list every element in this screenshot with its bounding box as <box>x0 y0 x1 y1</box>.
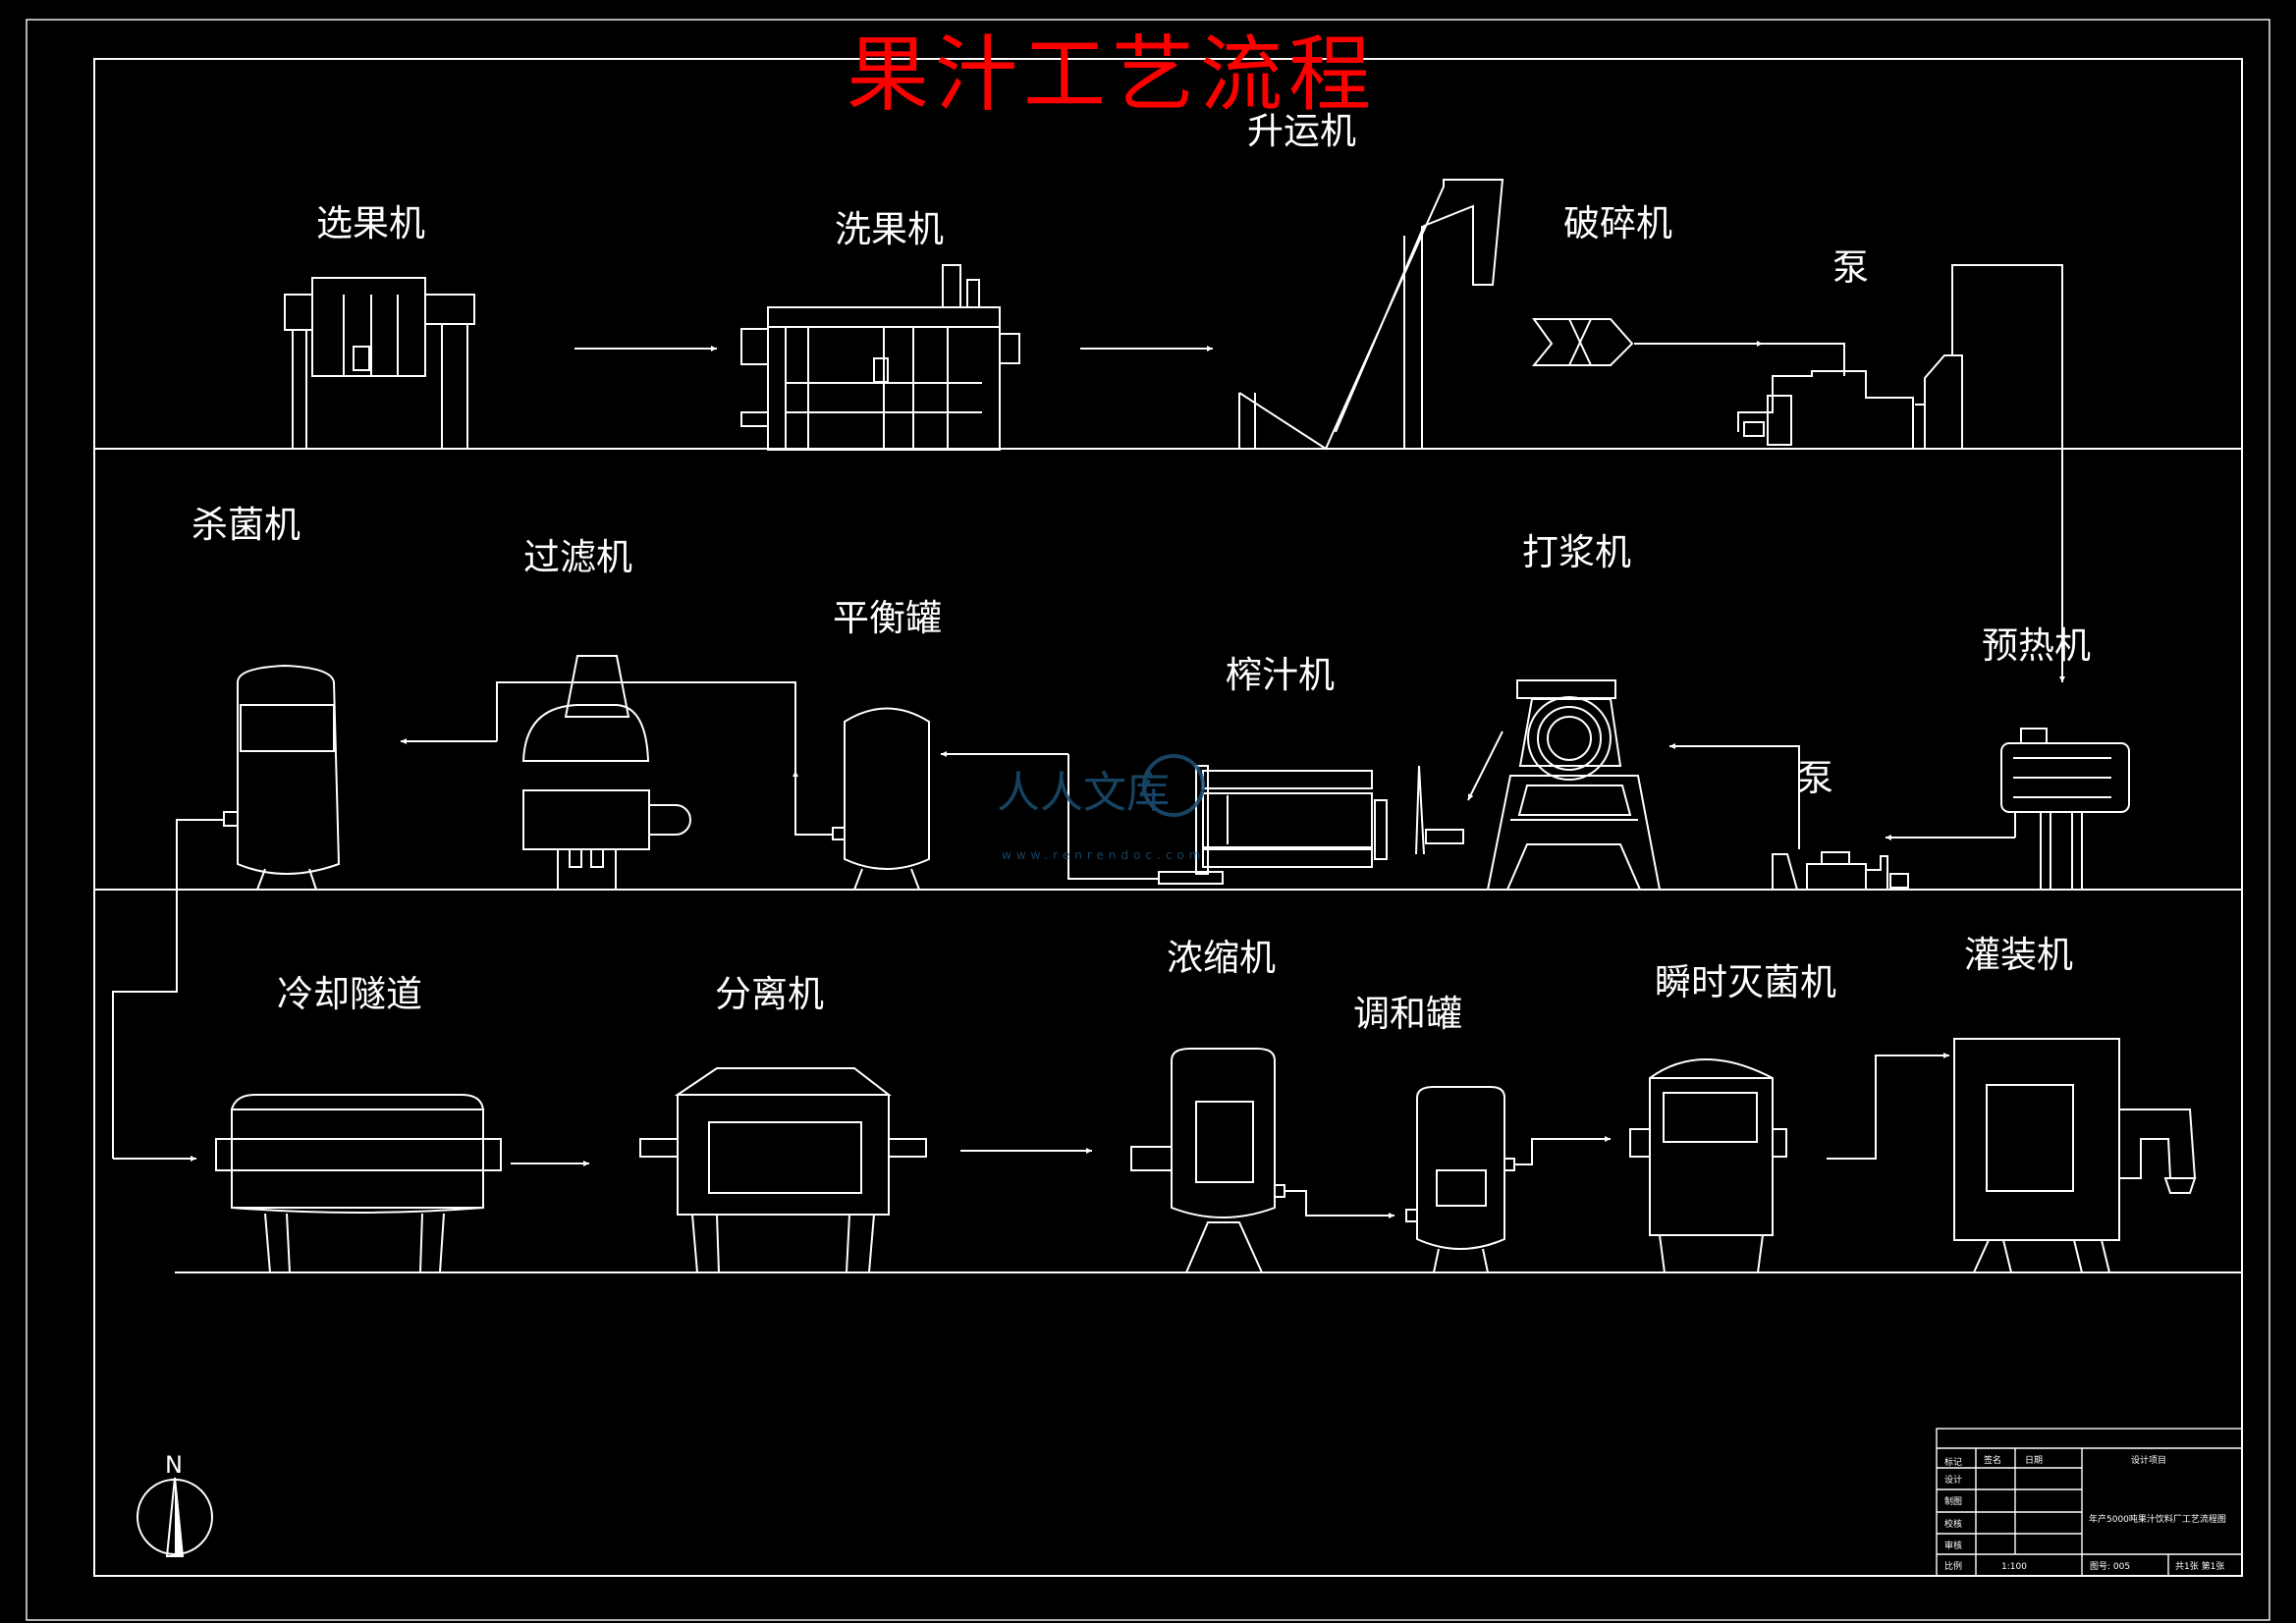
label-juice-press: 榨汁机 <box>1226 654 1335 696</box>
feed-arrow-pulper <box>1467 730 1503 801</box>
pulper-machine <box>1486 679 1662 891</box>
blending-tank <box>1405 1086 1515 1273</box>
sterilizer-machine <box>223 664 341 891</box>
label-pump-1: 泵 <box>1832 246 1869 289</box>
pipe-crusher-pump <box>1634 343 1845 376</box>
tb-row-scale: 比例 <box>1944 1560 1962 1572</box>
pump-machine-1 <box>1737 264 2063 594</box>
title-block: 标记 签名 日期 设计项目 设计 制图 校核 审核 比例 1:100 年产500… <box>1936 1428 2243 1577</box>
pipe-blend-flash <box>1514 1138 1561 1165</box>
label-crusher: 破碎机 <box>1563 202 1672 244</box>
elevator-conveyor <box>1238 179 1504 451</box>
pipe-pump-pulper <box>1758 745 1800 849</box>
label-flash-sterilizer: 瞬时灭菌机 <box>1655 961 1836 1003</box>
page-title: 果汁工艺流程 <box>847 27 1377 123</box>
label-pulper: 打浆机 <box>1522 531 1631 573</box>
label-pump-2: 泵 <box>1797 757 1833 799</box>
cooling-tunnel-machine <box>215 1094 502 1273</box>
label-separator: 分离机 <box>715 973 824 1015</box>
separator-machine <box>639 1067 927 1273</box>
tb-project-label: 设计项目 <box>2131 1454 2166 1466</box>
fruit-sorter-machine <box>284 277 475 449</box>
inner-border <box>93 58 2243 1577</box>
pipe-concentrator-blend <box>1285 1190 1355 1217</box>
filler-machine <box>1953 1038 2197 1273</box>
label-filler: 灌装机 <box>1964 934 2073 976</box>
tb-row-draft: 制图 <box>1944 1495 1962 1507</box>
label-blending-tank: 调和罐 <box>1353 993 1462 1035</box>
north-compass: N <box>137 1451 213 1557</box>
pump-machine-2 <box>1772 851 1909 891</box>
label-filter: 过滤机 <box>523 536 632 578</box>
tb-row-design: 设计 <box>1944 1474 1962 1486</box>
preheater-machine <box>2000 728 2130 890</box>
label-sterilizer: 杀菌机 <box>191 504 301 546</box>
compass-north-label: N <box>165 1451 183 1479</box>
balance-tank <box>832 707 930 891</box>
label-elevator: 升运机 <box>1247 110 1356 152</box>
tb-drawing-no: 图号: 005 <box>2090 1561 2130 1572</box>
tb-drawing-name: 年产5000吨果汁饮料厂工艺流程图 <box>2089 1513 2226 1525</box>
tb-header-date: 日期 <box>2025 1455 2043 1466</box>
label-balance-tank: 平衡罐 <box>833 597 942 639</box>
tb-row-review: 审核 <box>1944 1540 1962 1551</box>
watermark-url: www.renrendoc.com <box>1002 848 1205 862</box>
label-preheater: 预热机 <box>1982 624 2091 667</box>
pipe-flash-filler <box>1827 1055 1905 1160</box>
filter-machine <box>521 655 691 890</box>
concentrator-machine <box>1130 1048 1285 1273</box>
outer-border <box>26 19 2270 1621</box>
tb-row-check: 校核 <box>1944 1518 1962 1530</box>
pipe-tank-filter <box>496 681 833 836</box>
label-fruit-sorter: 选果机 <box>316 202 425 244</box>
label-concentrator: 浓缩机 <box>1167 937 1276 979</box>
fruit-washer-machine <box>740 264 1020 451</box>
pipe-press-tank <box>1067 754 1159 880</box>
flash-sterilizer-machine <box>1629 1058 1787 1273</box>
tb-header-sign: 签名 <box>1984 1454 2001 1466</box>
tb-sheet: 共1张 第1张 <box>2175 1560 2224 1572</box>
crusher-machine <box>1531 318 1634 366</box>
label-cooling-tunnel: 冷却隧道 <box>277 973 422 1015</box>
tb-header-mark: 标记 <box>1944 1456 1962 1468</box>
pipe-sterilizer-cooling <box>112 819 224 1159</box>
label-fruit-washer: 洗果机 <box>835 208 944 250</box>
watermark-text: 人人文库 <box>997 768 1170 818</box>
tb-scale-value: 1:100 <box>2001 1562 2027 1572</box>
watermark-logo: 人人文库 www.renrendoc.com <box>997 754 1205 862</box>
